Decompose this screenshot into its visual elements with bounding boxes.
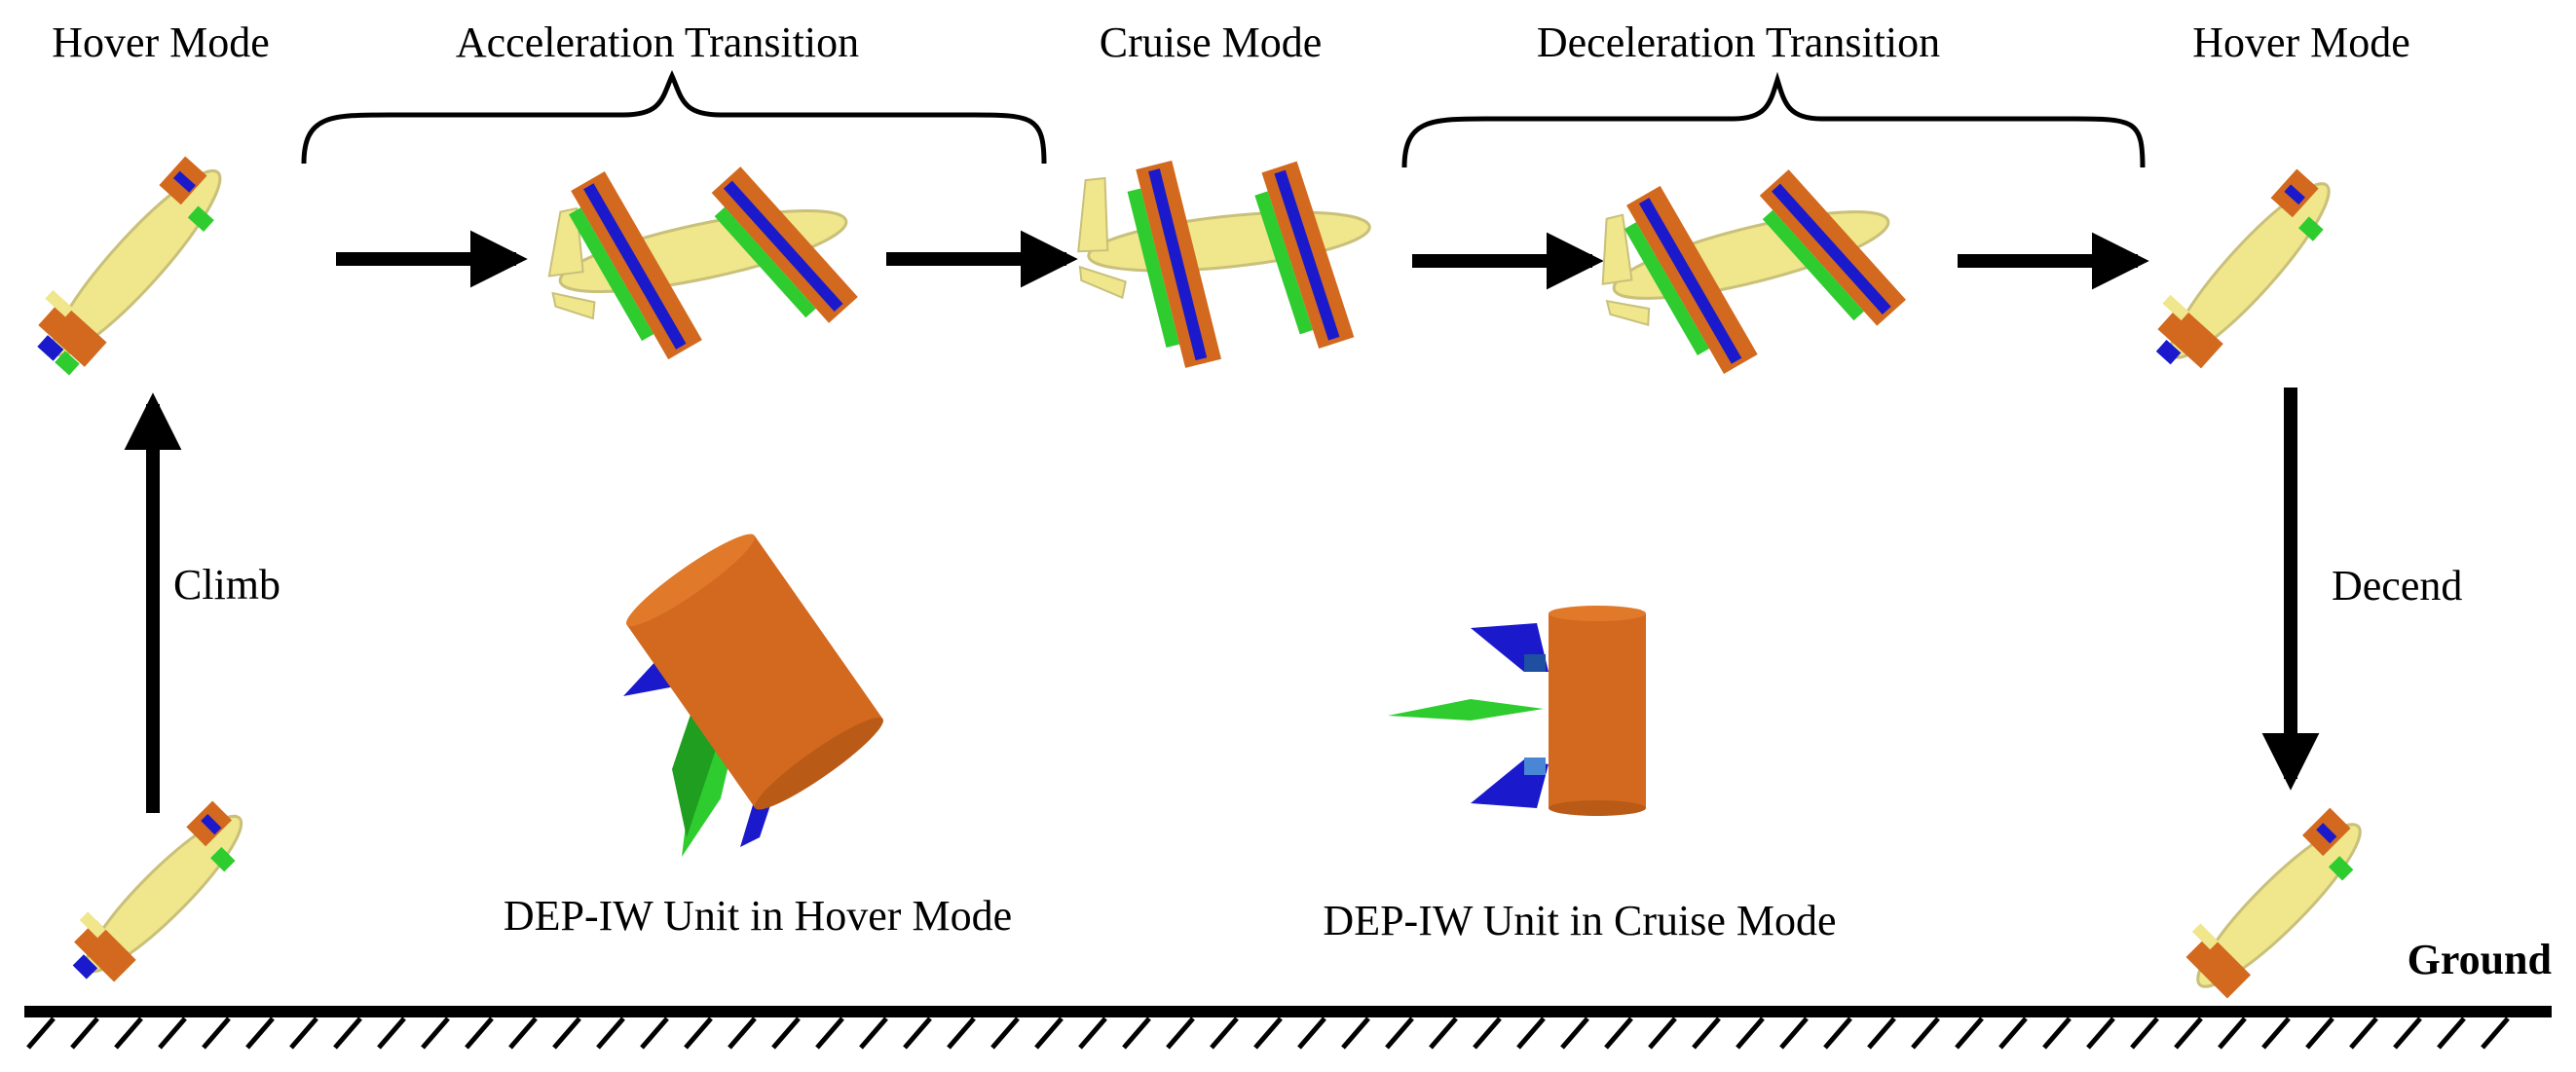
ground-hatch-mark — [1078, 1017, 1107, 1050]
label-acceleration-transition: Acceleration Transition — [456, 18, 859, 66]
ground-hatch-mark — [771, 1017, 801, 1050]
ground-hatch-mark — [990, 1017, 1020, 1050]
aircraft-acceleration-transition — [547, 166, 858, 360]
ground-hatch-mark — [2086, 1017, 2115, 1050]
ground-hatch-mark — [158, 1017, 187, 1050]
ground-hatch-mark — [1560, 1017, 1589, 1050]
ground-hatch-mark — [2042, 1017, 2072, 1050]
label-deceleration-transition: Deceleration Transition — [1537, 18, 1940, 66]
ground-hatch-mark — [596, 1017, 625, 1050]
label-decend: Decend — [2332, 562, 2462, 610]
caption-dep-iw-unit-cruise: DEP-IW Unit in Cruise Mode — [1323, 897, 1836, 944]
ground-hatch-mark — [26, 1017, 56, 1050]
ground-hatch-mark — [465, 1017, 494, 1050]
aircraft-climb-start — [72, 800, 243, 982]
aircraft-cruise-mode — [1077, 160, 1371, 368]
ground-hatch-mark — [1998, 1017, 2028, 1050]
ground-hatch-mark — [1955, 1017, 1984, 1050]
ground-hatch-mark — [1648, 1017, 1677, 1050]
ground-hatch-mark — [1166, 1017, 1195, 1050]
ground-hatch-mark — [1692, 1017, 1721, 1050]
ground-hatch-mark — [728, 1017, 757, 1050]
label-ground: Ground — [2408, 936, 2552, 983]
label-hover-mode-end: Hover Mode — [2192, 18, 2410, 66]
ground-hatch-mark — [2349, 1017, 2378, 1050]
dep-iw-unit-hover — [623, 534, 883, 857]
ground-hatch-mark — [70, 1017, 99, 1050]
ground-hatch-mark — [1341, 1017, 1370, 1050]
aircraft-deceleration-transition — [1601, 169, 1906, 375]
ground-hatch-mark — [2437, 1017, 2466, 1050]
ground-hatch-mark — [1034, 1017, 1064, 1050]
ground-hatch-mark — [421, 1017, 450, 1050]
ground-hatch-mark — [1297, 1017, 1326, 1050]
ground-hatch-mark — [289, 1017, 318, 1050]
ground-hatch-mark — [815, 1017, 844, 1050]
ground-hatch-mark — [508, 1017, 538, 1050]
label-climb: Climb — [173, 561, 280, 609]
ground-hatch-mark — [114, 1017, 143, 1050]
ground-hatch-mark — [1473, 1017, 1502, 1050]
ground-hatch-mark — [1210, 1017, 1239, 1050]
ground-hatch-mark — [2261, 1017, 2291, 1050]
ground-hatch-mark — [1385, 1017, 1414, 1050]
ground-hatch-mark — [1823, 1017, 1852, 1050]
ground-hatch-mark — [684, 1017, 713, 1050]
ground-hatch-mark — [2305, 1017, 2334, 1050]
deceleration-brace — [1401, 71, 2146, 168]
label-hover-mode-start: Hover Mode — [52, 18, 270, 66]
ground-hatch-mark — [2130, 1017, 2159, 1050]
ground-hatch-mark — [245, 1017, 275, 1050]
ground-hatch-mark — [1779, 1017, 1809, 1050]
aircraft-descend-end — [2185, 807, 2362, 999]
ground-hatch-mark — [1736, 1017, 1765, 1050]
ground-hatch-mark — [333, 1017, 362, 1050]
aircraft-hover-mode-end — [2155, 168, 2331, 369]
ground-hatch-mark — [859, 1017, 888, 1050]
aircraft-hover-mode-start — [37, 156, 222, 376]
ground-hatch-mark — [1867, 1017, 1896, 1050]
ground-hatch-mark — [1516, 1017, 1546, 1050]
ground-hatch-mark — [2393, 1017, 2422, 1050]
ground-hatch-mark — [1253, 1017, 1283, 1050]
ground-hatch-mark — [552, 1017, 581, 1050]
ground-hatch-mark — [1604, 1017, 1633, 1050]
ground-hatch-mark — [1429, 1017, 1458, 1050]
ground-hatch-mark — [2481, 1017, 2510, 1050]
ground-hatch-mark — [202, 1017, 231, 1050]
ground-hatching — [26, 1017, 2510, 1050]
ground-hatch-mark — [1911, 1017, 1940, 1050]
dep-iw-unit-cruise — [1388, 606, 1646, 816]
ground-hatch-mark — [903, 1017, 932, 1050]
acceleration-brace — [301, 69, 1047, 165]
ground-hatch-mark — [2174, 1017, 2203, 1050]
caption-dep-iw-unit-hover: DEP-IW Unit in Hover Mode — [504, 892, 1012, 940]
ground-hatch-mark — [1122, 1017, 1151, 1050]
ground-hatch-mark — [947, 1017, 976, 1050]
ground-hatch-mark — [377, 1017, 406, 1050]
ground-hatch-mark — [640, 1017, 669, 1050]
ground-hatch-mark — [2218, 1017, 2247, 1050]
label-cruise-mode: Cruise Mode — [1100, 18, 1323, 66]
